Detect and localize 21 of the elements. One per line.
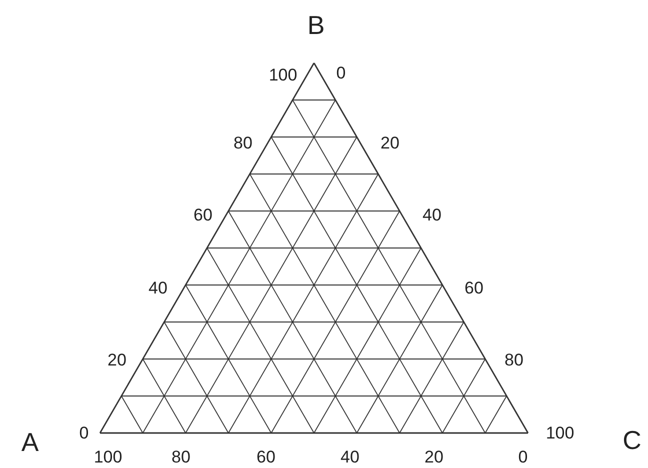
axis-tick-label: 60 [194, 206, 212, 224]
axis-tick-label: 100 [546, 424, 574, 442]
axis-tick-label: 60 [464, 280, 484, 296]
axis-tick-label: 80 [172, 448, 190, 466]
axis-tick-label: 20 [380, 134, 400, 152]
axis-tick-label: 0 [336, 64, 346, 82]
axis-tick-label: 0 [79, 424, 89, 442]
axis-tick-label: 0 [518, 448, 528, 466]
axis-tick-label: 40 [422, 206, 442, 224]
axis-tick-label: 20 [108, 352, 126, 368]
axis-tick-label: 100 [94, 448, 122, 466]
axis-tick-label: 20 [424, 448, 444, 466]
axis-tick-label: 80 [504, 352, 524, 368]
axis-tick-label: 60 [256, 448, 276, 466]
axis-tick-label: 40 [148, 280, 168, 296]
axis-tick-label: 80 [234, 134, 252, 152]
vertex-label: A [21, 429, 39, 455]
axis-tick-label: 40 [340, 448, 360, 466]
vertex-label: B [307, 12, 325, 38]
vertex-label: C [622, 427, 642, 453]
axis-tick-label: 100 [268, 66, 298, 84]
